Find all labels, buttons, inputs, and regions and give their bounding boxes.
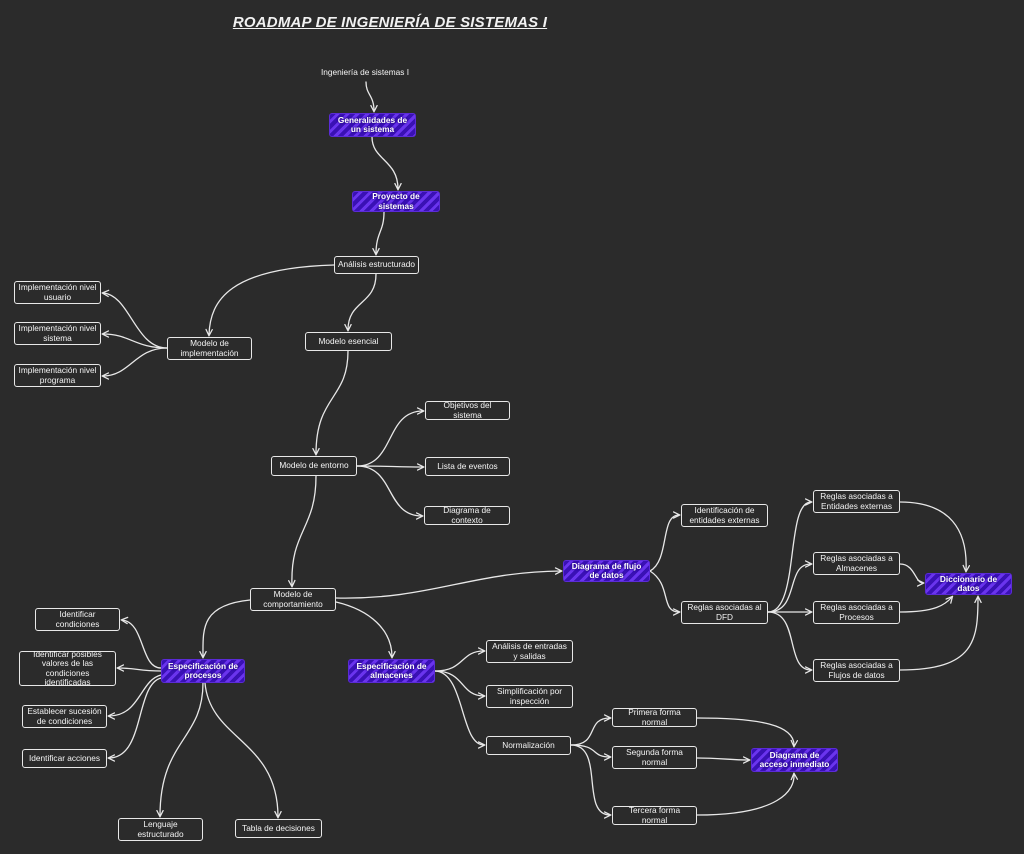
node-primera: Primera forma normal: [612, 707, 697, 727]
edge-esp-procesos-tabla: [204, 682, 278, 817]
edge-normalizacion-segunda: [570, 744, 610, 757]
edge-esp-almacenes-normalizacion: [434, 670, 484, 745]
edge-entorno-comportamiento: [292, 475, 317, 586]
edge-primera-acceso: [696, 717, 794, 746]
edge-esp-procesos-sucesion: [109, 674, 162, 716]
edge-esp-almacenes-simplificacion: [434, 670, 484, 696]
node-impl-usuario: Implementación nivel usuario: [14, 281, 101, 304]
edge-comportamiento-esp-procesos: [203, 599, 251, 657]
node-impl-programa: Implementación nivel programa: [14, 364, 101, 387]
edge-esp-almacenes-entradas: [434, 651, 484, 672]
edge-reglas-entidades: [767, 502, 811, 613]
node-reglas-dfd: Reglas asociadas al DFD: [681, 601, 768, 624]
edge-analisis-esencial: [348, 273, 377, 330]
edge-esp-procesos-lenguaje: [160, 682, 204, 816]
edge-esp-procesos-condiciones: [122, 620, 162, 669]
edge-esp-procesos-acciones: [109, 677, 162, 758]
node-segunda: Segunda forma normal: [612, 746, 697, 769]
node-acceso: Diagrama de acceso inmediato: [751, 748, 838, 772]
edge-tercera-acceso: [696, 774, 794, 816]
edge-analisis-impl: [209, 264, 335, 335]
node-valores: Identificar posibles valores de las cond…: [19, 649, 116, 687]
edge-entidades-diccionario: [899, 501, 966, 571]
node-entorno: Modelo de entorno: [271, 456, 357, 476]
edge-impl-programa: [103, 347, 168, 376]
node-reglas-flujos: Reglas asociadas a Flujos de datos: [813, 659, 900, 682]
edge-entorno-eventos: [356, 466, 423, 467]
node-lenguaje: Lenguaje estructurado: [118, 818, 203, 841]
node-simplificacion: Simplificación por inspección: [486, 685, 573, 708]
edge-reglas-almacenes: [767, 564, 811, 613]
node-sucesion: Establecer sucesión de condiciones: [22, 705, 107, 728]
node-esp-procesos: Especificación de procesos: [161, 659, 245, 683]
node-esencial: Modelo esencial: [305, 332, 392, 351]
node-proyecto: Proyecto de sistemas: [352, 191, 440, 212]
edge-comportamiento-dfd: [335, 571, 561, 599]
node-normalizacion: Normalización: [486, 736, 571, 755]
edge-entorno-objetivos: [356, 411, 423, 467]
node-contexto: Diagrama de contexto: [424, 505, 510, 525]
edge-impl-usuario: [103, 293, 168, 349]
diagram-title: ROADMAP DE INGENIERÍA DE SISTEMAS I: [232, 14, 548, 31]
node-reglas-entidades: Reglas asociadas a Entidades externas: [813, 490, 900, 513]
node-generalidades: Generalidades de un sistema: [329, 113, 416, 137]
node-diccionario: Diccionario de datos: [925, 573, 1012, 595]
node-eventos: Lista de eventos: [425, 457, 510, 476]
edge-segunda-acceso: [696, 758, 749, 760]
node-impl: Modelo de implementación: [167, 337, 252, 360]
node-dfd: Diagrama de flujo de datos: [563, 560, 650, 582]
node-identificar-condiciones: Identificar condiciones: [35, 608, 120, 631]
node-impl-sistema: Implementación nivel sistema: [14, 322, 101, 345]
edge-procesos-diccionario: [899, 597, 952, 613]
node-tercera: Tercera forma normal: [612, 805, 697, 825]
edge-flujos-diccionario: [899, 597, 978, 671]
node-entradas: Análisis de entradas y salidas: [486, 640, 573, 663]
edge-normalizacion-tercera: [570, 744, 610, 815]
node-analisis: Análisis estructurado: [334, 256, 419, 274]
edge-dfd-reglas: [649, 570, 679, 612]
edge-entorno-contexto: [356, 465, 422, 516]
node-entidades: Identificación de entidades externas: [681, 504, 768, 527]
node-objetivos: Objetivos del sistema: [425, 400, 510, 420]
node-comportamiento: Modelo de comportamiento: [250, 588, 336, 611]
node-reglas-almacenes: Reglas asociadas a Almacenes: [813, 552, 900, 575]
node-esp-almacenes: Especificación de almacenes: [348, 659, 435, 683]
edge-normalizacion-primera: [570, 718, 610, 746]
edge-root-generalidades: [365, 81, 374, 111]
edge-generalidades-proyecto: [371, 136, 398, 189]
node-acciones: Identificar acciones: [22, 749, 107, 768]
edge-dfd-entidades: [649, 515, 679, 572]
edge-reglas-flujos: [767, 611, 811, 670]
edge-esencial-entorno: [316, 350, 349, 454]
edge-esp-procesos-valores: [118, 668, 162, 671]
edge-impl-sistema: [103, 334, 168, 349]
node-root: Ingeniería de sistemas I: [320, 67, 410, 78]
edge-comportamiento-esp-almacenes: [335, 601, 392, 657]
edge-proyecto-analisis: [376, 211, 385, 254]
node-reglas-procesos: Reglas asociadas a Procesos: [813, 601, 900, 624]
node-tabla: Tabla de decisiones: [235, 819, 322, 838]
edge-almacenes-diccionario: [899, 563, 923, 583]
